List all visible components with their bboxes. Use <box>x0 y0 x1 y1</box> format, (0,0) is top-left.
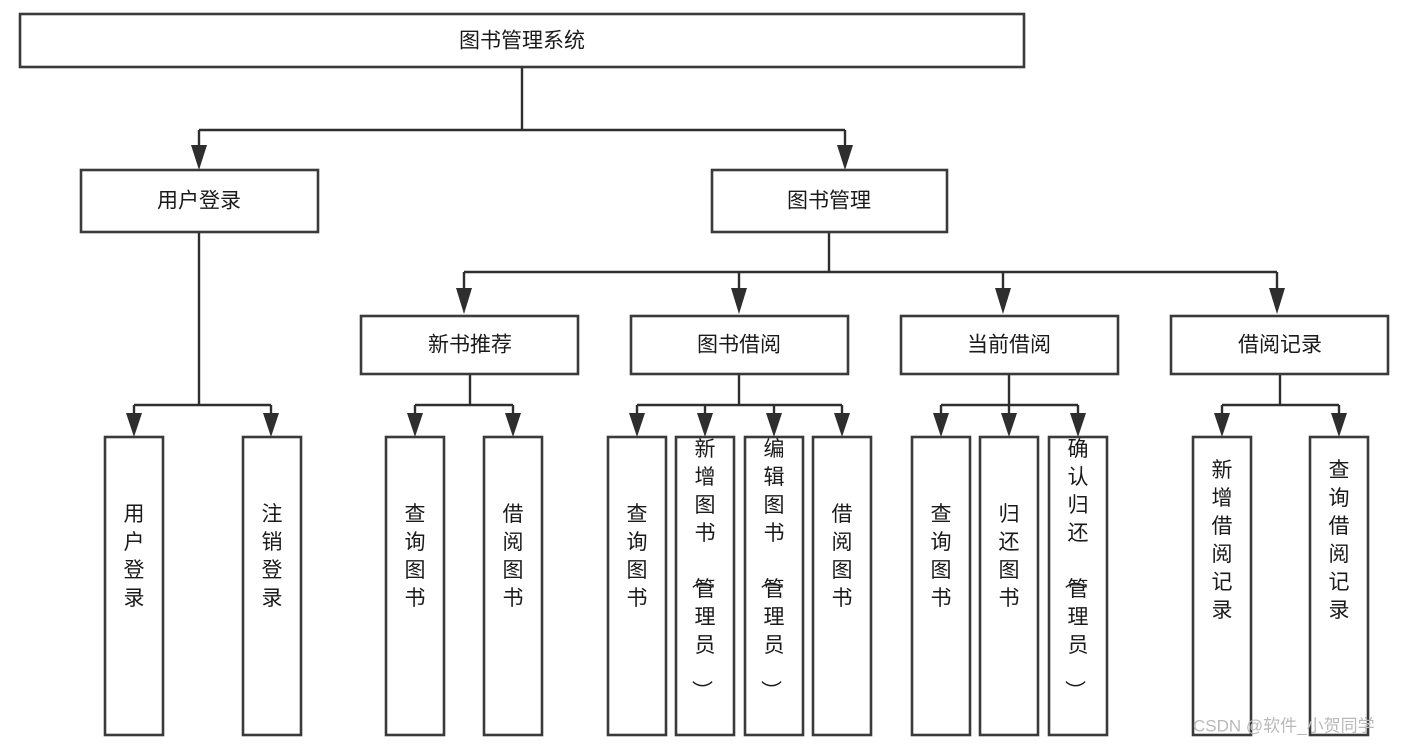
leaf-label: 查询借阅记录 <box>1329 459 1350 622</box>
node-root-system[interactable]: 图书管理系统 <box>18 12 1026 69</box>
leaf-label: 新增借阅记录 <box>1212 459 1233 622</box>
node-current-borrow[interactable]: 当前借阅 <box>899 314 1120 376</box>
connector-user-login-to-leaves <box>126 232 279 437</box>
node-new-book-recommend[interactable]: 新书推荐 <box>359 314 580 376</box>
arrow-head-icon <box>629 413 645 437</box>
leaf-node-user-login[interactable]: 用户登录 <box>103 435 165 737</box>
arrow-head-icon <box>1269 288 1285 314</box>
leaf-label: 查询图书 <box>627 503 648 610</box>
arrow-head-icon <box>697 413 713 437</box>
arrow-head-icon <box>1214 413 1230 437</box>
leaf-node-query-borrow-record[interactable]: 查询借阅记录 <box>1308 435 1370 737</box>
arrow-head-icon <box>263 413 279 437</box>
csdn-watermark: CSDN @软件_小贺同学 <box>1193 716 1375 735</box>
arrow-head-icon <box>407 413 423 437</box>
leaf-node-query-book-current[interactable]: 查询图书 <box>910 435 972 737</box>
connector-borrow-record-to-leaves <box>1214 374 1347 437</box>
leaf-label: 借阅图书 <box>832 503 853 610</box>
node-user-login[interactable]: 用户登录 <box>79 168 320 234</box>
leaf-label: 借阅图书 <box>503 503 524 610</box>
node-book-management[interactable]: 图书管理 <box>710 168 949 234</box>
leaf-node-logout[interactable]: 注销登录 <box>241 435 303 737</box>
node-borrow-record[interactable]: 借阅记录 <box>1169 314 1390 376</box>
connector-book-mgmt-to-level3 <box>456 232 1285 314</box>
arrow-head-icon <box>126 413 142 437</box>
arrow-head-icon <box>834 413 850 437</box>
arrow-head-icon <box>766 413 782 437</box>
leaf-node-return-book[interactable]: 归还图书 <box>978 435 1040 737</box>
leaf-label: 确认归还（管理员） <box>1063 438 1089 701</box>
arrow-head-icon <box>456 288 472 314</box>
leaf-node-edit-book-admin[interactable]: 编辑图书（管理员） <box>743 435 805 737</box>
arrow-head-icon <box>837 145 853 170</box>
arrow-head-icon <box>1070 413 1086 437</box>
arrow-head-icon <box>933 413 949 437</box>
leaf-label: 查询图书 <box>405 503 426 610</box>
connector-current-borrow-to-leaves <box>933 374 1086 437</box>
node-current-borrow-label: 当前借阅 <box>967 334 1051 357</box>
connector-root-to-level2 <box>191 67 853 170</box>
leaf-label: 新增图书（管理员） <box>690 438 716 701</box>
leaf-node-add-borrow-record[interactable]: 新增借阅记录 <box>1191 435 1253 737</box>
node-borrow-record-label: 借阅记录 <box>1238 334 1322 357</box>
leaf-node-borrow-book-rec[interactable]: 借阅图书 <box>482 435 544 737</box>
connector-book-borrow-to-leaves <box>629 374 850 437</box>
arrow-head-icon <box>731 288 747 314</box>
node-user-login-label: 用户登录 <box>157 190 241 213</box>
leaf-node-confirm-return-admin[interactable]: 确认归还（管理员） <box>1047 435 1109 737</box>
node-new-book-recommend-label: 新书推荐 <box>428 334 512 357</box>
arrow-head-icon <box>1001 413 1017 437</box>
leaf-label: 注销登录 <box>262 503 283 610</box>
arrow-head-icon <box>191 145 207 170</box>
node-book-borrow-label: 图书借阅 <box>697 334 781 357</box>
arrow-head-icon <box>505 413 521 437</box>
leaf-label: 用户登录 <box>124 503 145 610</box>
node-book-borrow[interactable]: 图书借阅 <box>629 314 850 376</box>
leaf-label: 查询图书 <box>931 503 952 610</box>
node-book-management-label: 图书管理 <box>787 190 871 213</box>
arrow-head-icon <box>995 288 1011 314</box>
leaf-node-query-book-rec[interactable]: 查询图书 <box>384 435 446 737</box>
node-root-label: 图书管理系统 <box>459 30 585 53</box>
arrow-head-icon <box>1331 413 1347 437</box>
leaf-label: 编辑图书（管理员） <box>759 438 785 701</box>
leaf-node-query-book-borrow[interactable]: 查询图书 <box>606 435 668 737</box>
connector-new-book-rec-to-leaves <box>407 374 521 437</box>
leaf-label: 归还图书 <box>999 503 1020 610</box>
leaf-node-borrow-book[interactable]: 借阅图书 <box>811 435 873 737</box>
leaf-node-add-book-admin[interactable]: 新增图书（管理员） <box>674 435 736 737</box>
